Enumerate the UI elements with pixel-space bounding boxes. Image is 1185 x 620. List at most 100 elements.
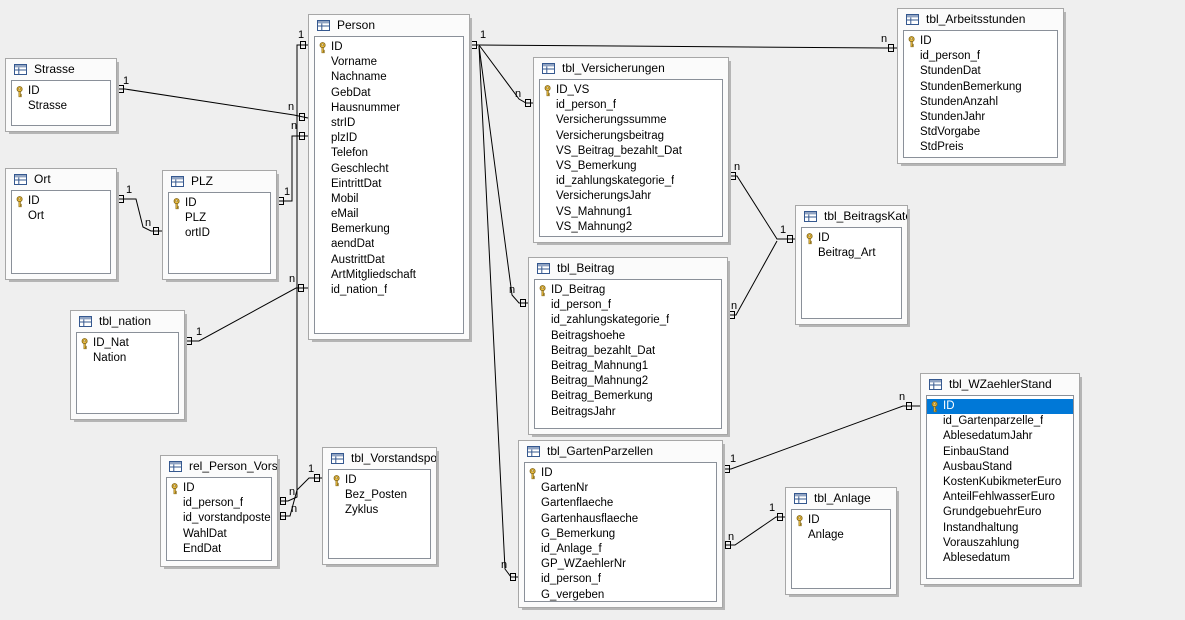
table-title-bar[interactable]: tbl_GartenParzellen bbox=[519, 441, 722, 461]
field-row[interactable]: ortID bbox=[169, 226, 270, 241]
table-title-bar[interactable]: PLZ bbox=[163, 171, 276, 191]
field-row[interactable]: ID bbox=[315, 40, 463, 55]
table-title-bar[interactable]: tbl_Arbeitsstunden bbox=[898, 9, 1063, 29]
relationship-line[interactable] bbox=[470, 44, 897, 49]
field-row[interactable]: Anlage bbox=[792, 528, 890, 543]
field-row[interactable]: AblesedatumJahr bbox=[927, 429, 1073, 444]
relationship-versicherungen-beitragskateg[interactable]: n1 bbox=[729, 161, 795, 243]
relationship-line[interactable] bbox=[478, 44, 533, 104]
table-title-bar[interactable]: Ort bbox=[6, 169, 116, 189]
field-row[interactable]: StundenBemerkung bbox=[904, 80, 1057, 95]
field-row[interactable]: Vorname bbox=[315, 55, 463, 70]
field-row[interactable]: EndDat bbox=[167, 542, 271, 557]
field-row[interactable]: id_person_f bbox=[535, 298, 721, 313]
field-row[interactable]: ID bbox=[169, 196, 270, 211]
relationship-strasse-person[interactable]: 1n bbox=[117, 75, 309, 121]
field-row[interactable]: id_Gartenparzelle_f bbox=[927, 414, 1073, 429]
field-row[interactable]: Ablesedatum bbox=[927, 551, 1073, 566]
field-row[interactable]: GartenNr bbox=[525, 481, 716, 496]
relationship-line[interactable] bbox=[117, 198, 162, 232]
field-row[interactable]: Beitragshoehe bbox=[535, 329, 721, 344]
field-row[interactable]: ID bbox=[12, 194, 110, 209]
field-row[interactable]: StdVorgabe bbox=[904, 125, 1057, 140]
field-row[interactable]: StundenDat bbox=[904, 64, 1057, 79]
field-row[interactable]: StundenJahr bbox=[904, 110, 1057, 125]
field-row[interactable]: Nachname bbox=[315, 70, 463, 85]
field-row[interactable]: ID bbox=[802, 231, 901, 246]
field-row[interactable]: id_person_f bbox=[525, 572, 716, 587]
field-row[interactable]: Ort bbox=[12, 209, 110, 224]
field-row[interactable]: AustrittDat bbox=[315, 253, 463, 268]
table-title-bar[interactable]: tbl_Anlage bbox=[786, 488, 896, 508]
field-row[interactable]: Instandhaltung bbox=[927, 521, 1073, 536]
field-row[interactable]: plzID bbox=[315, 131, 463, 146]
field-row[interactable]: G_Bemerkung bbox=[525, 527, 716, 542]
field-row[interactable]: ID_Nat bbox=[77, 336, 178, 351]
field-row[interactable]: VersicherungsJahr bbox=[540, 189, 722, 204]
relationship-person-beitrag[interactable]: n bbox=[478, 45, 528, 307]
field-row[interactable]: VS_Bemerkung bbox=[540, 159, 722, 174]
table-title-bar[interactable]: tbl_WZaehlerStand bbox=[921, 374, 1079, 394]
table-title-bar[interactable]: tbl_BeitragsKateg bbox=[796, 206, 907, 226]
field-row-selected[interactable]: ID bbox=[927, 399, 1073, 415]
field-row[interactable]: EintrittDat bbox=[315, 177, 463, 192]
field-row[interactable]: ID bbox=[167, 481, 271, 496]
table-tbl-beitragskateg[interactable]: tbl_BeitragsKategIDBeitrag_Art bbox=[795, 205, 908, 325]
relationship-line[interactable] bbox=[478, 45, 528, 304]
relationship-line[interactable] bbox=[729, 175, 795, 240]
field-row[interactable]: id_person_f bbox=[540, 98, 722, 113]
relationship-line[interactable] bbox=[117, 88, 309, 119]
table-title-bar[interactable]: tbl_Vorstandspos bbox=[323, 448, 436, 468]
table-rel-person-vorstand[interactable]: rel_Person_VorstaIDid_person_fid_vorstan… bbox=[160, 455, 278, 567]
field-row[interactable]: strID bbox=[315, 116, 463, 131]
table-title-bar[interactable]: tbl_nation bbox=[71, 311, 184, 331]
relationship-line[interactable] bbox=[723, 516, 785, 546]
field-row[interactable]: AnteilFehlwasserEuro bbox=[927, 490, 1073, 505]
field-row[interactable]: KostenKubikmeterEuro bbox=[927, 475, 1073, 490]
relationship-line[interactable] bbox=[478, 45, 518, 578]
field-row[interactable]: ID bbox=[525, 466, 716, 481]
field-row[interactable]: G_vergeben bbox=[525, 588, 716, 602]
relationship-person-versicherungen[interactable]: n bbox=[478, 44, 533, 107]
field-row[interactable]: Beitrag_Mahnung2 bbox=[535, 374, 721, 389]
table-title-bar[interactable]: rel_Person_Vorsta bbox=[161, 456, 277, 476]
table-title-bar[interactable]: tbl_Beitrag bbox=[529, 258, 727, 278]
field-row[interactable]: id_nation_f bbox=[315, 283, 463, 298]
field-row[interactable]: GebDat bbox=[315, 86, 463, 101]
field-row[interactable]: id_vorstandposte bbox=[167, 511, 271, 526]
field-row[interactable]: EinbauStand bbox=[927, 445, 1073, 460]
field-row[interactable]: Telefon bbox=[315, 146, 463, 161]
field-row[interactable]: Beitrag_Art bbox=[802, 246, 901, 261]
field-row[interactable]: eMail bbox=[315, 207, 463, 222]
field-row[interactable]: id_zahlungskategorie_f bbox=[535, 313, 721, 328]
field-row[interactable]: Strasse bbox=[12, 99, 110, 114]
relationship-line[interactable] bbox=[728, 240, 778, 316]
field-row[interactable]: GrundgebuehrEuro bbox=[927, 505, 1073, 520]
field-row[interactable]: WahlDat bbox=[167, 527, 271, 542]
field-row[interactable]: Vorauszahlung bbox=[927, 536, 1073, 551]
relationship-line[interactable] bbox=[185, 287, 308, 342]
field-row[interactable]: Gartenhausflaeche bbox=[525, 512, 716, 527]
field-row[interactable]: Zyklus bbox=[329, 503, 430, 518]
field-row[interactable]: ID bbox=[12, 84, 110, 99]
field-row[interactable]: PLZ bbox=[169, 211, 270, 226]
relationship-vorstandspos-rel-person-vorstand[interactable]: 1n bbox=[278, 463, 322, 520]
field-row[interactable]: Versicherungsbeitrag bbox=[540, 129, 722, 144]
field-row[interactable]: Geschlecht bbox=[315, 162, 463, 177]
relationship-gartenparzellen-wzaehlerstand[interactable]: 1n bbox=[723, 391, 920, 473]
field-row[interactable]: ID_Beitrag bbox=[535, 283, 721, 298]
field-row[interactable]: id_Anlage_f bbox=[525, 542, 716, 557]
relationship-plz-person[interactable]: 1n bbox=[277, 120, 308, 205]
field-row[interactable]: id_person_f bbox=[167, 496, 271, 511]
